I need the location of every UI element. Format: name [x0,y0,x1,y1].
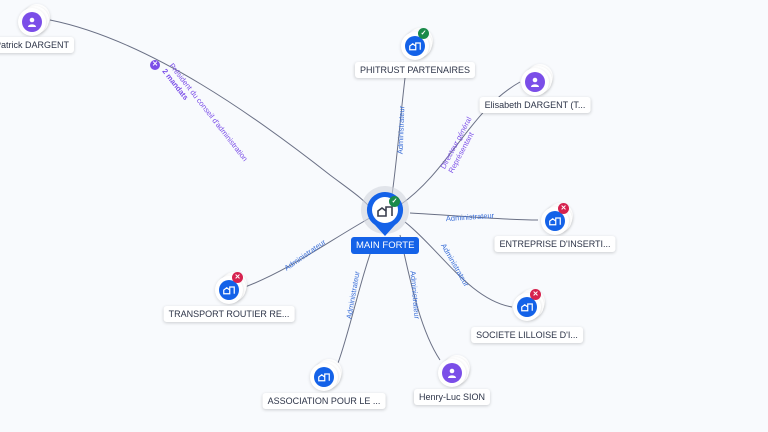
person-icon [442,363,462,383]
person-icon [525,72,545,92]
node-label-phitrust[interactable]: PHITRUST PARTENAIRES [354,62,476,78]
node-label-elisabeth[interactable]: Elisabeth DARGENT (T... [479,97,591,113]
node-elisabeth[interactable] [521,64,553,96]
node-label-transport[interactable]: TRANSPORT ROUTIER RE... [163,306,295,322]
edge-label-phitrust: Administrateur [396,106,407,155]
active-check-icon: ✓ [418,28,429,39]
edge-transport [244,214,376,288]
node-label-association[interactable]: ASSOCIATION POUR LE ... [262,393,386,409]
node-lilloise[interactable]: ✕ [513,289,545,321]
building-icon [377,204,393,222]
active-check-icon: ✓ [389,196,400,207]
building-icon [219,280,239,300]
edge-patrick [49,19,373,211]
node-label-lilloise[interactable]: SOCIETE LILLOISE D'I... [471,327,583,343]
closed-x-icon: ✕ [558,203,569,214]
node-phitrust[interactable]: ✓ [401,28,433,60]
node-label-henry[interactable]: Henry-Luc SION [413,389,491,405]
building-icon [314,367,334,387]
node-association[interactable] [310,359,342,391]
edge-elisabeth [399,81,521,206]
node-label-entreprise[interactable]: ENTREPRISE D'INSERTI... [494,236,616,252]
building-icon [405,36,425,56]
closed-x-icon: ✕ [530,289,541,300]
node-transport[interactable]: ✕ [215,272,247,304]
center-node[interactable]: ✓ [361,186,409,238]
building-icon [545,211,565,231]
edge-phitrust [391,77,406,196]
closed-mandate-icon: ✕ [150,60,160,70]
edge-role-text: Administrateur [395,105,407,155]
node-henry[interactable] [438,355,470,387]
node-label-patrick[interactable]: Patrick DARGENT [0,37,75,53]
node-patrick[interactable] [18,4,50,36]
person-icon [22,12,42,32]
closed-x-icon: ✕ [232,272,243,283]
building-icon [517,297,537,317]
node-entreprise[interactable]: ✕ [541,203,573,235]
edge-association [337,239,376,364]
center-node-label[interactable]: MAIN FORTE [351,237,420,254]
edge-entreprise [409,212,539,221]
edge-lilloise [404,221,513,308]
